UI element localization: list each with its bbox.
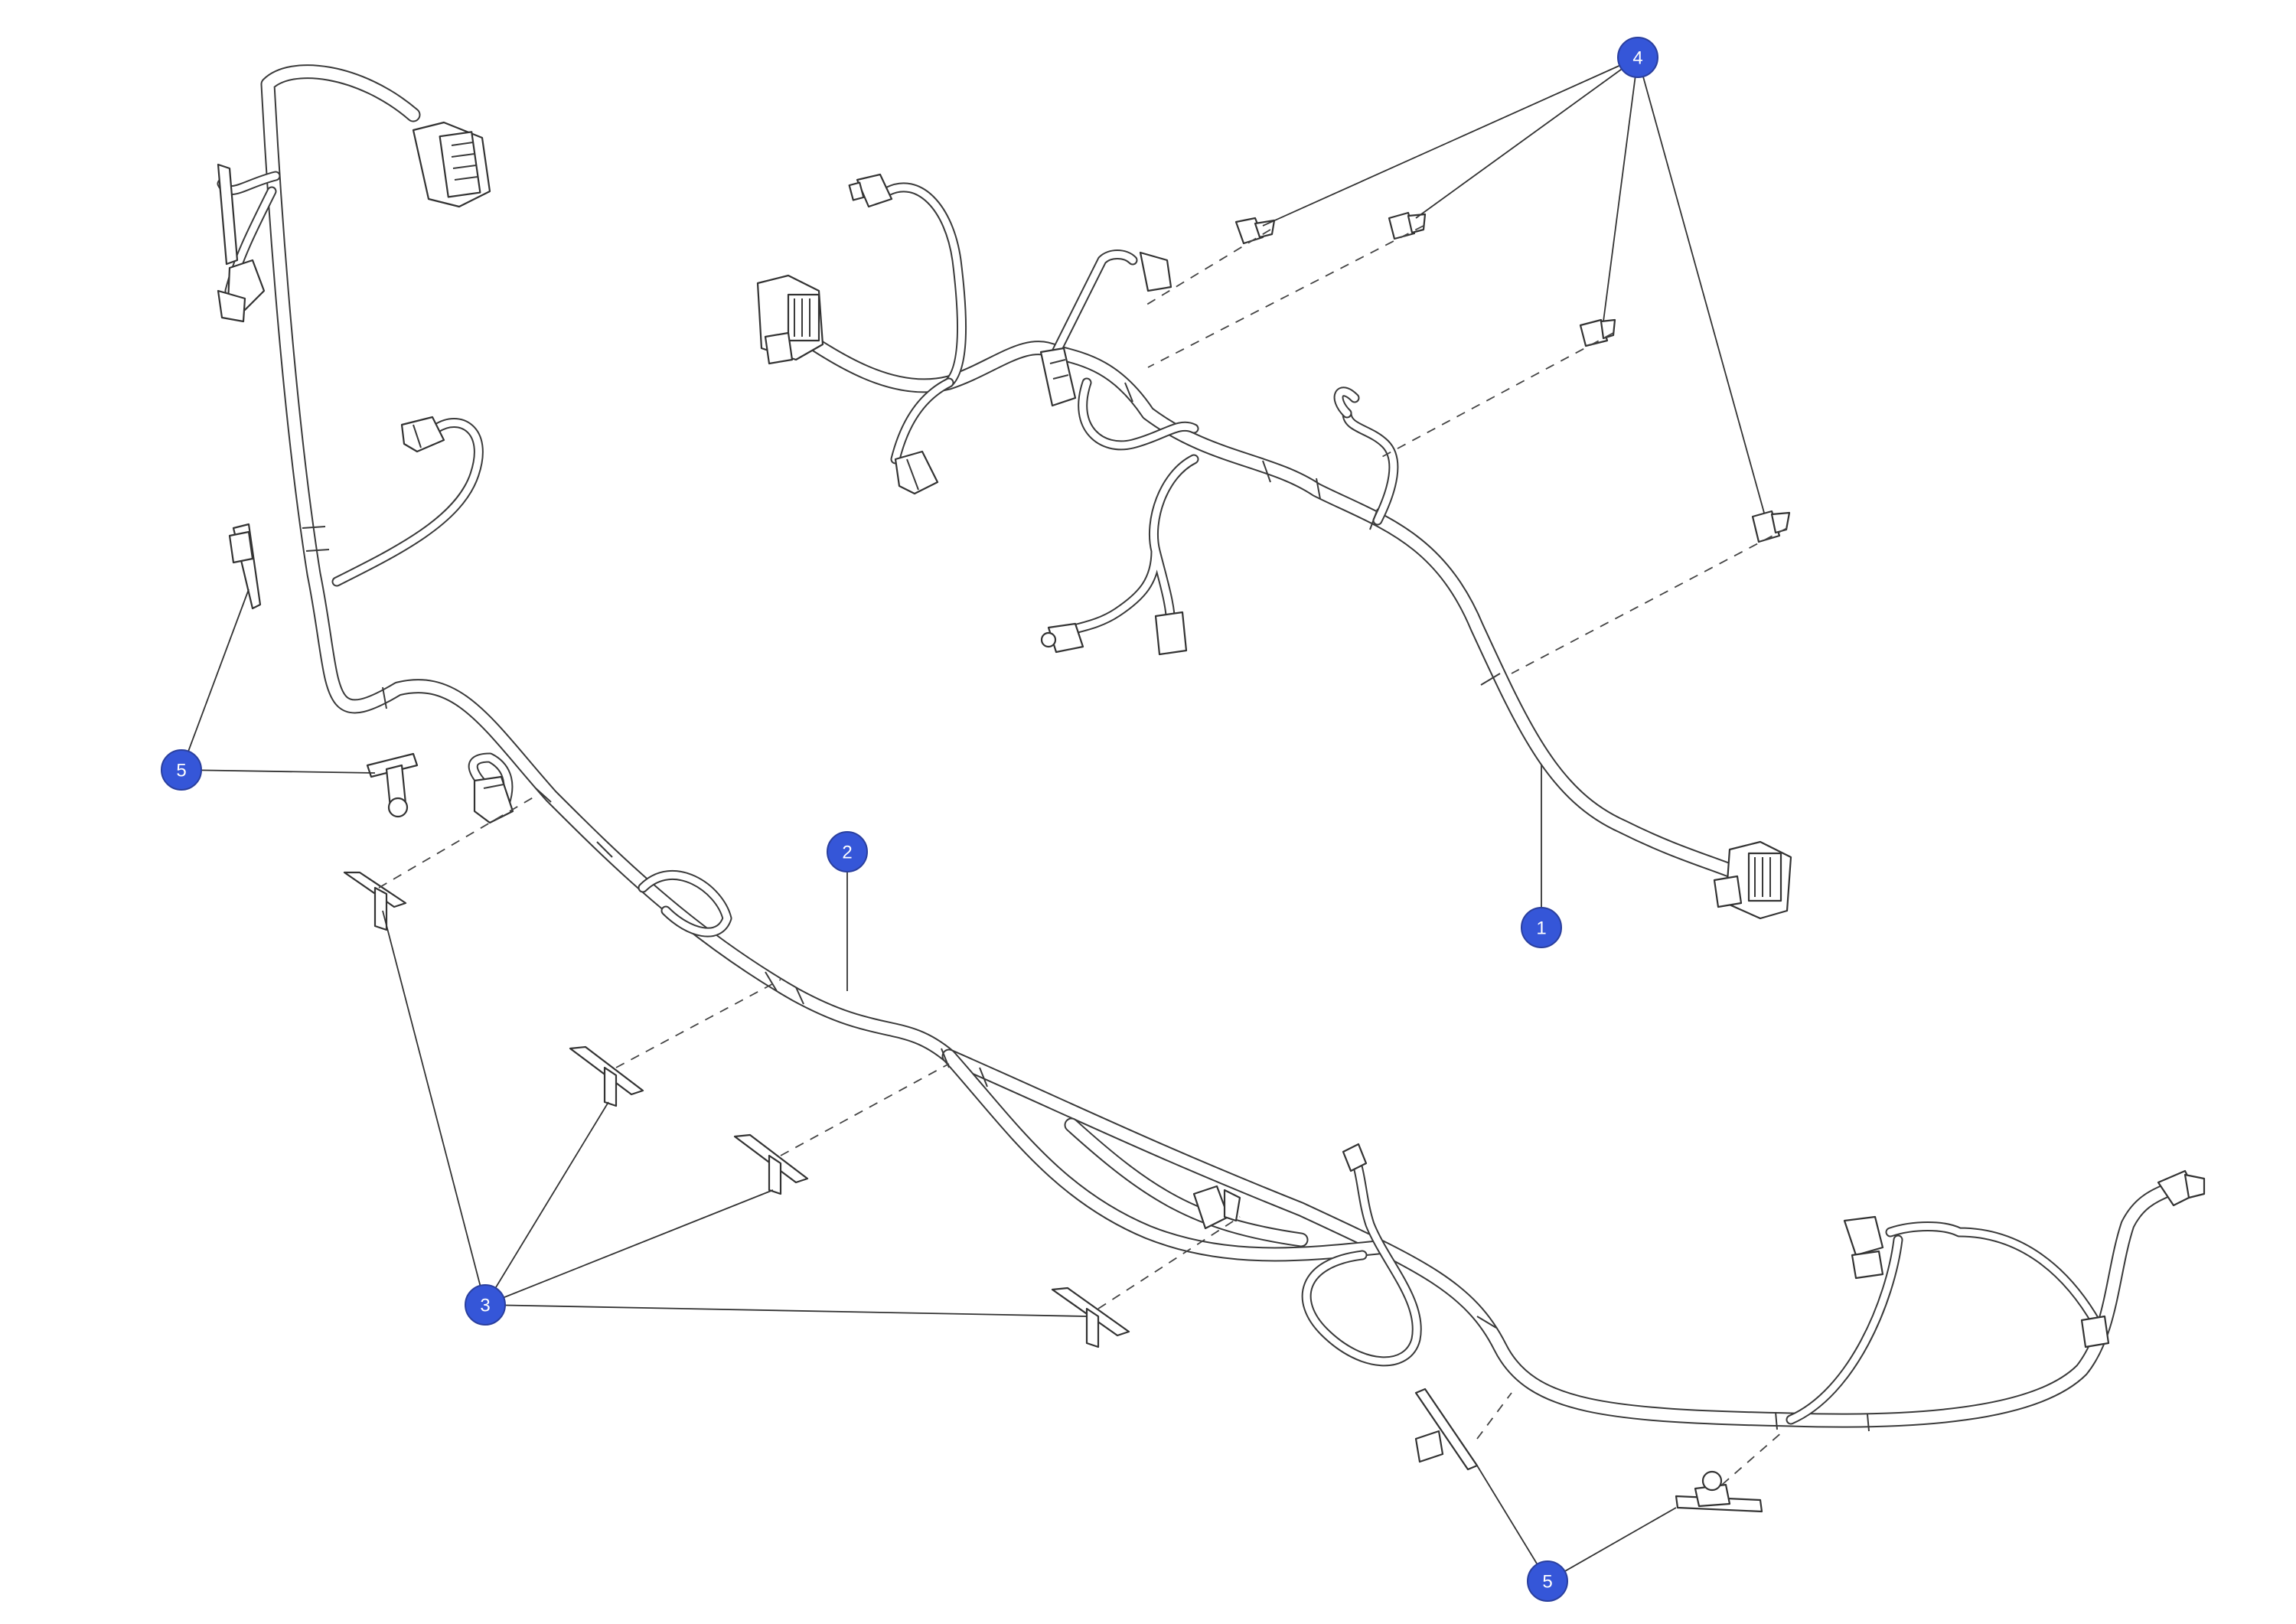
connector-harness1-top: [848, 173, 893, 208]
callout-3-label: 3: [480, 1296, 490, 1316]
edge-clip-5a: [228, 523, 262, 610]
callout-2-label: 2: [842, 843, 852, 863]
push-clips-part-4: [1234, 211, 1791, 543]
callout-1-label: 1: [1536, 918, 1546, 939]
connector-side-top-left: [217, 163, 266, 323]
harness-2: [217, 64, 2189, 1432]
t-clips-part-3: [343, 871, 1130, 1348]
connector-harness2-right-upper: [2157, 1169, 2206, 1207]
edge-clip-5b: [366, 752, 419, 818]
callout-3: 3: [465, 1284, 506, 1326]
callout-5-left-label: 5: [176, 761, 186, 781]
callout-4-label: 4: [1632, 48, 1642, 69]
edge-clip-5c: [1414, 1388, 1479, 1471]
connector-harness1-bottom-left: [894, 450, 939, 495]
connector-harness1-center: [1039, 347, 1077, 407]
callout-5-bottom: 5: [1527, 1560, 1568, 1602]
connector-harness2-mid: [1192, 1185, 1241, 1230]
t-clip-3c: [733, 1133, 809, 1195]
connector-block-harness1-left: [756, 274, 824, 365]
harness-1-sleeves: [1124, 382, 1501, 686]
push-clip-4a: [1234, 217, 1276, 245]
connector-harness1-upper-lead: [1139, 251, 1172, 292]
harness-1: [773, 182, 1760, 888]
edge-clips-part-5: [228, 523, 1763, 1513]
edge-clip-5d: [1675, 1470, 1763, 1513]
t-clip-3b: [569, 1045, 644, 1107]
connector-harness2-right-lower: [1843, 1215, 1884, 1280]
connector-harness1-lower-right: [1154, 611, 1188, 656]
connectors: [217, 121, 2206, 1348]
callout-1: 1: [1521, 907, 1562, 948]
connector-multipin-top-left: [412, 121, 491, 208]
connector-harness2-loop-top: [1342, 1143, 1368, 1172]
leader-lines: [181, 57, 1765, 1582]
connector-harness1-hook: [1333, 386, 1360, 419]
callout-4: 4: [1617, 37, 1658, 78]
connector-block-harness1-right: [1713, 840, 1792, 920]
t-clip-3d: [1051, 1286, 1130, 1348]
callout-2: 2: [827, 831, 868, 872]
harness-2-sleeves: [302, 526, 1870, 1432]
clip-harness2-right: [2080, 1315, 2110, 1348]
push-clip-4d: [1751, 510, 1791, 543]
connector-harness1-lower-left: [1040, 622, 1084, 654]
connector-harness2-left: [473, 775, 514, 824]
connector-left-mid: [400, 416, 445, 453]
callout-5-left: 5: [161, 749, 202, 791]
assembly-dashed-lines: [378, 225, 1788, 1485]
callout-5-bottom-label: 5: [1542, 1572, 1552, 1593]
t-clip-3a: [343, 871, 407, 931]
push-clip-4b: [1388, 211, 1427, 240]
